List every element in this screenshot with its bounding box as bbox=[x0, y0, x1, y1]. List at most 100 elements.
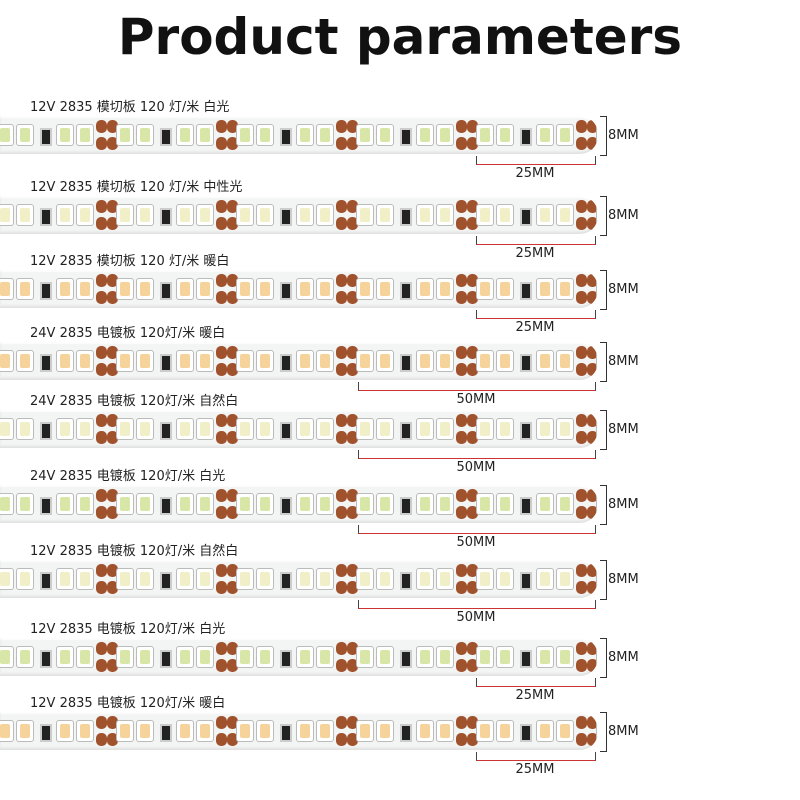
solder-pad bbox=[96, 564, 118, 594]
led-chip bbox=[436, 568, 454, 590]
led-chip bbox=[76, 418, 94, 440]
cut-length-marker bbox=[358, 600, 596, 609]
led-chip bbox=[256, 568, 274, 590]
led-chip bbox=[256, 204, 274, 226]
led-chip bbox=[56, 350, 74, 372]
led-chip bbox=[0, 646, 14, 668]
led-chip bbox=[176, 720, 194, 742]
led-chip bbox=[356, 350, 374, 372]
width-label: 8MM bbox=[608, 497, 639, 512]
led-chip bbox=[176, 568, 194, 590]
led-chip bbox=[556, 646, 574, 668]
led-chip bbox=[416, 493, 434, 515]
solder-pad bbox=[576, 274, 598, 304]
led-chip bbox=[556, 278, 574, 300]
led-chip bbox=[596, 493, 598, 515]
led-chip bbox=[496, 350, 514, 372]
solder-pad bbox=[336, 414, 358, 444]
solder-pad bbox=[456, 346, 478, 376]
led-chip bbox=[196, 418, 214, 440]
resistor bbox=[520, 650, 532, 668]
width-bracket bbox=[600, 196, 607, 236]
resistor bbox=[520, 572, 532, 590]
led-chip bbox=[416, 124, 434, 146]
led-chip bbox=[356, 568, 374, 590]
led-chip bbox=[256, 124, 274, 146]
led-chip bbox=[116, 350, 134, 372]
led-chip bbox=[196, 493, 214, 515]
led-chip bbox=[116, 646, 134, 668]
led-chip bbox=[196, 568, 214, 590]
led-chip bbox=[76, 204, 94, 226]
led-chip bbox=[256, 350, 274, 372]
led-chip bbox=[556, 720, 574, 742]
resistor bbox=[40, 422, 52, 440]
width-label: 8MM bbox=[608, 650, 639, 665]
led-chip bbox=[296, 493, 314, 515]
led-chip bbox=[436, 418, 454, 440]
led-chip bbox=[196, 720, 214, 742]
resistor bbox=[280, 208, 292, 226]
led-chip bbox=[596, 204, 598, 226]
led-chip bbox=[496, 493, 514, 515]
led-chip bbox=[416, 350, 434, 372]
width-label: 8MM bbox=[608, 208, 639, 223]
solder-pad bbox=[456, 489, 478, 519]
led-chip bbox=[16, 124, 34, 146]
led-chip bbox=[236, 493, 254, 515]
led-chip bbox=[316, 493, 334, 515]
led-chip bbox=[316, 646, 334, 668]
led-chip bbox=[436, 493, 454, 515]
strip-spec-label: 24V 2835 电镀板 120灯/米 暖白 bbox=[30, 326, 226, 341]
led-chip bbox=[596, 350, 598, 372]
solder-pad bbox=[216, 489, 238, 519]
led-chip bbox=[236, 204, 254, 226]
led-chip bbox=[376, 278, 394, 300]
led-chip bbox=[236, 418, 254, 440]
resistor bbox=[400, 282, 412, 300]
resistor bbox=[520, 354, 532, 372]
led-chip bbox=[416, 720, 434, 742]
resistor bbox=[160, 650, 172, 668]
width-bracket bbox=[600, 638, 607, 678]
led-chip bbox=[176, 278, 194, 300]
led-chip bbox=[56, 278, 74, 300]
led-chip bbox=[76, 720, 94, 742]
led-chip bbox=[436, 350, 454, 372]
solder-pad bbox=[456, 414, 478, 444]
width-label: 8MM bbox=[608, 724, 639, 739]
width-bracket bbox=[600, 116, 607, 156]
led-chip bbox=[476, 350, 494, 372]
led-strip-image bbox=[0, 638, 598, 676]
solder-pad bbox=[576, 346, 598, 376]
solder-pad bbox=[216, 200, 238, 230]
led-chip bbox=[596, 124, 598, 146]
led-chip bbox=[496, 720, 514, 742]
led-chip bbox=[436, 204, 454, 226]
led-chip bbox=[476, 204, 494, 226]
strip-spec-label: 12V 2835 电镀板 120灯/米 白光 bbox=[30, 622, 226, 637]
led-chip bbox=[176, 204, 194, 226]
led-chip bbox=[256, 278, 274, 300]
led-chip bbox=[296, 124, 314, 146]
led-chip bbox=[0, 350, 14, 372]
led-strip-image bbox=[0, 342, 598, 380]
led-chip bbox=[376, 124, 394, 146]
led-chip bbox=[176, 646, 194, 668]
led-chip bbox=[196, 646, 214, 668]
solder-pad bbox=[576, 414, 598, 444]
solder-pad bbox=[216, 642, 238, 672]
led-chip bbox=[476, 418, 494, 440]
resistor bbox=[400, 354, 412, 372]
led-chip bbox=[76, 493, 94, 515]
solder-pad bbox=[336, 642, 358, 672]
led-chip bbox=[256, 418, 274, 440]
strip-spec-label: 24V 2835 电镀板 120灯/米 自然白 bbox=[30, 394, 239, 409]
led-chip bbox=[256, 646, 274, 668]
led-chip bbox=[416, 418, 434, 440]
